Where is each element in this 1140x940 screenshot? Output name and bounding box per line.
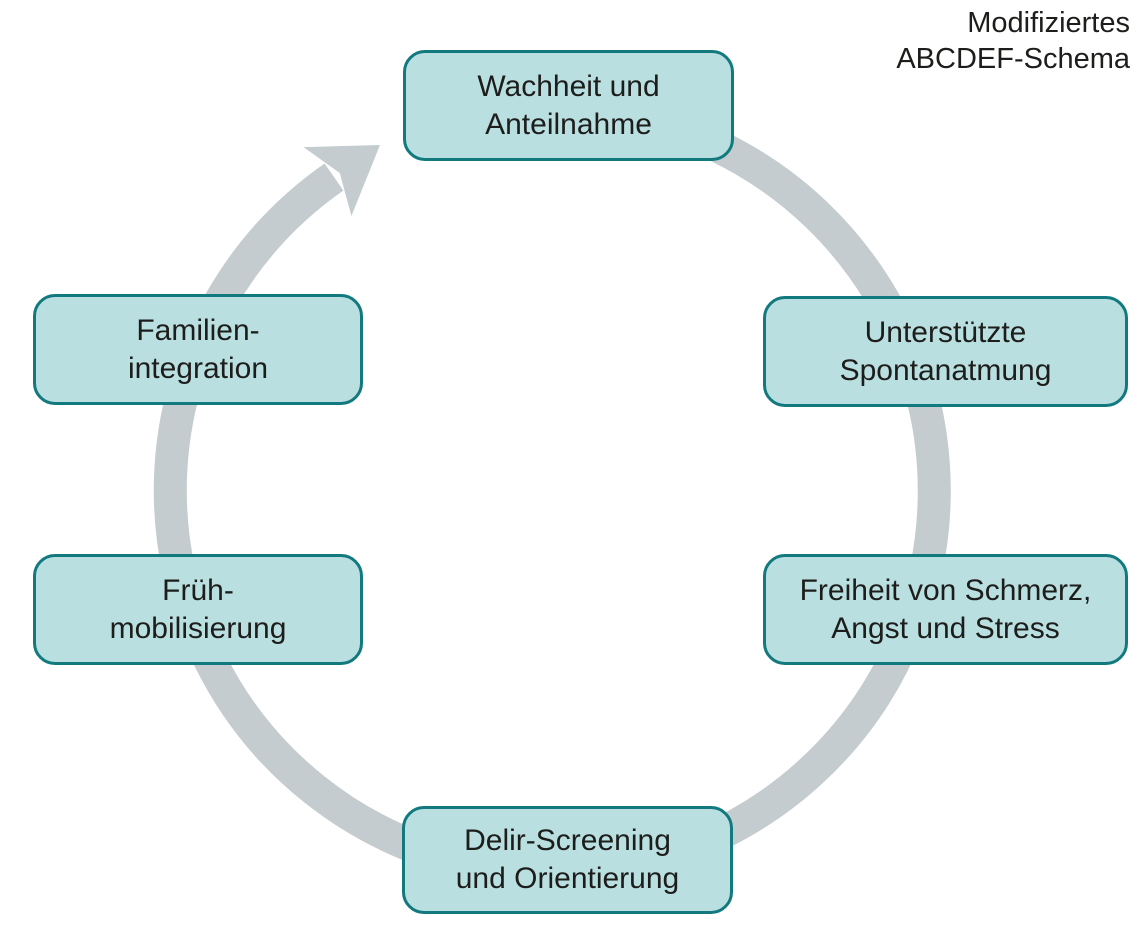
node-label-line: und Orientierung	[455, 862, 680, 895]
node-familienintegration: Familien- integration	[33, 294, 363, 405]
diagram-title-line: Modifiziertes	[967, 7, 1130, 39]
node-label-line: integration	[127, 351, 269, 385]
diagram-title: Modifiziertes ABCDEF-Schema	[896, 5, 1130, 77]
node-spontanatmung: Unterstützte Spontanatmung	[763, 296, 1128, 407]
node-label-line: Delir-Screening	[464, 824, 671, 857]
node-label-line: Angst und Stress	[831, 611, 1060, 645]
node-schmerzfreiheit: Freiheit von Schmerz, Angst und Stress	[763, 554, 1128, 665]
node-wachheit: Wachheit und Anteilnahme	[403, 50, 734, 161]
node-label-line: Familien-	[136, 313, 260, 347]
node-label-line: Freiheit von Schmerz,	[799, 573, 1092, 607]
diagram-title-line: ABCDEF-Schema	[896, 43, 1130, 75]
node-label-line: Wachheit und	[477, 69, 660, 103]
node-delir-screening: Delir-Screening und Orientierung	[402, 806, 733, 914]
node-fruehmobilisierung: Früh- mobilisierung	[33, 554, 363, 665]
node-label-line: Früh-	[162, 573, 234, 607]
cycle-arc	[153, 93, 951, 889]
node-label-line: Unterstützte	[864, 315, 1027, 349]
node-label-line: mobilisierung	[109, 611, 287, 645]
node-label-line: Spontanatmung	[839, 353, 1052, 387]
node-label-line: Anteilnahme	[485, 107, 652, 141]
